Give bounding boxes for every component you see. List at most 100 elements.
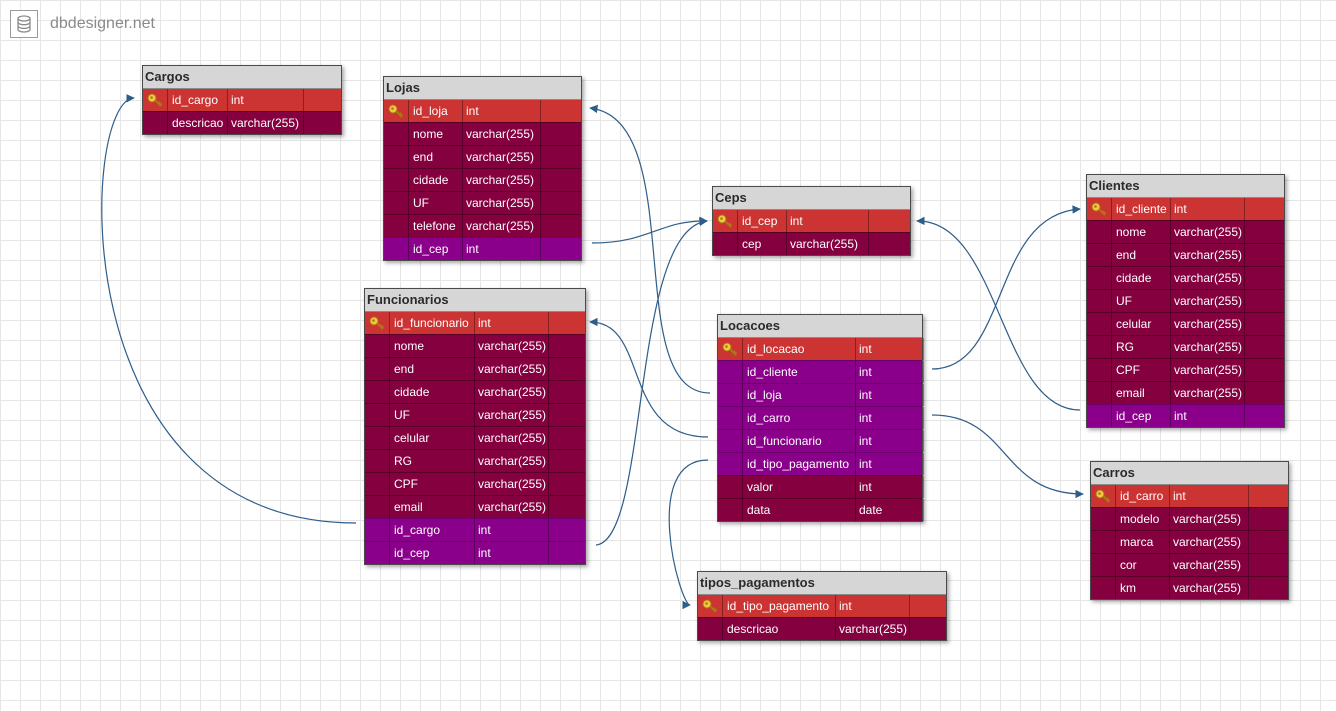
column-name: descricao — [168, 112, 228, 134]
column-type: int — [856, 476, 924, 498]
column-type: varchar(255) — [475, 450, 549, 472]
column-name: end — [409, 146, 463, 168]
table-row[interactable]: id_carro int — [1091, 485, 1288, 507]
table-title: Funcionarios — [365, 289, 585, 312]
key-icon — [1087, 198, 1112, 220]
column-type: int — [1170, 485, 1249, 507]
key-icon — [713, 210, 738, 232]
column-name: CPF — [390, 473, 475, 495]
column-name: nome — [390, 335, 475, 357]
column-name: id_cliente — [1112, 198, 1171, 220]
link-locacoes-funcionarios[interactable] — [589, 317, 709, 438]
column-name: id_loja — [409, 100, 463, 122]
column-name: id_locacao — [743, 338, 856, 360]
link-locacoes-clientes[interactable] — [931, 205, 1081, 370]
column-name: email — [1112, 382, 1171, 404]
column-name: id_cep — [409, 238, 463, 260]
column-name: modelo — [1116, 508, 1170, 530]
table-row[interactable]: id_funcionario int — [365, 312, 585, 334]
column-type: int — [475, 519, 549, 541]
table-row[interactable]: id_loja int — [384, 100, 581, 122]
column-type: varchar(255) — [475, 335, 549, 357]
column-name: id_cep — [390, 542, 475, 564]
link-funcionarios-ceps[interactable] — [595, 217, 708, 546]
key-icon — [1091, 485, 1116, 507]
table-row[interactable]: id_cargo int — [143, 89, 341, 111]
column-type: varchar(255) — [463, 146, 541, 168]
column-name: telefone — [409, 215, 463, 237]
table-row[interactable]: descricao varchar(255) — [143, 111, 341, 134]
column-type: int — [836, 595, 910, 617]
column-type: varchar(255) — [836, 618, 910, 640]
link-clientes-ceps[interactable] — [916, 216, 1081, 411]
column-type: varchar(255) — [463, 169, 541, 191]
link-locacoes-lojas[interactable] — [589, 104, 711, 394]
brand-logo[interactable]: dbdesigner.net — [10, 10, 155, 38]
column-type: int — [1171, 405, 1245, 427]
table-cargos[interactable]: Cargos id_cargo int descricao varchar(25… — [142, 65, 342, 135]
link-locacoes-carros[interactable] — [931, 414, 1084, 499]
link-funcionarios-cargos[interactable] — [101, 94, 357, 524]
table-tipos-pagamentos[interactable]: tipos_pagamentos id_tipo_pagamento int d… — [697, 571, 947, 641]
column-type: int — [475, 542, 549, 564]
column-name: id_loja — [743, 384, 856, 406]
column-name: celular — [390, 427, 475, 449]
table-row[interactable]: id_cliente int — [1087, 198, 1284, 220]
table-row[interactable]: id_cep int — [713, 210, 910, 232]
column-type: varchar(255) — [1171, 359, 1245, 381]
column-type: int — [463, 100, 541, 122]
table-title: Lojas — [384, 77, 581, 100]
column-name: cidade — [1112, 267, 1171, 289]
link-lojas-ceps[interactable] — [591, 216, 708, 244]
column-type: int — [1171, 198, 1245, 220]
column-type: varchar(255) — [463, 192, 541, 214]
table-row[interactable]: id_tipo_pagamento int — [698, 595, 946, 617]
link-locacoes-tipos-pagamentos[interactable] — [668, 459, 709, 610]
table-row[interactable]: id_locacao int — [718, 338, 924, 360]
